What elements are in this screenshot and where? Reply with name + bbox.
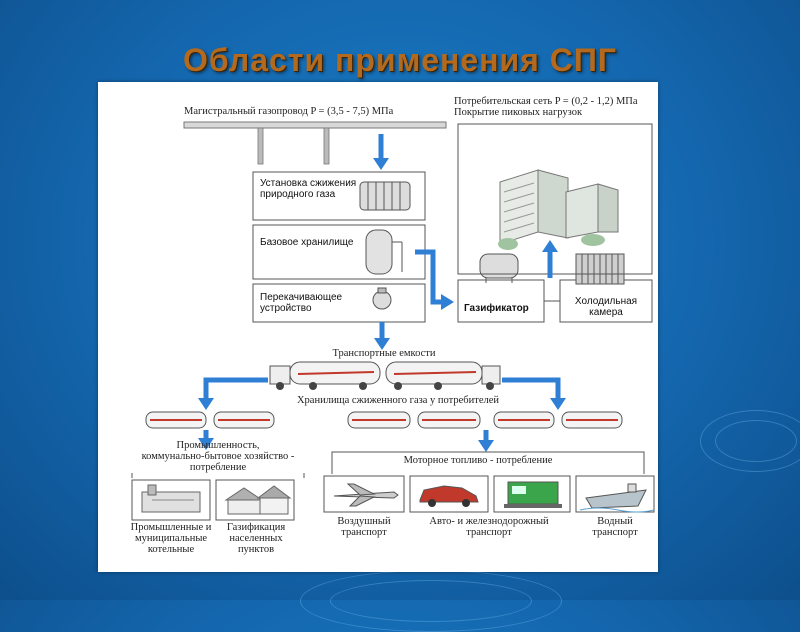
- ship-illustration: [575, 475, 655, 513]
- arrow-to-gasifier: [415, 249, 454, 310]
- air-transport-label: Воздушный транспорт: [337, 516, 391, 538]
- base-storage-label: Базовое хранилище: [260, 237, 354, 248]
- cold-chamber-box: [559, 279, 653, 323]
- settlement-gasification-label: Газификация населенных пунктов: [226, 522, 286, 555]
- locomotive-illustration: [493, 475, 571, 513]
- diagram-panel: Магистральный газопровод P = (3,5 - 7,5)…: [98, 82, 658, 572]
- main-pipeline-label: Магистральный газопровод P = (3,5 - 7,5)…: [184, 106, 394, 117]
- boiler-house-illustration: [131, 479, 211, 521]
- background-swirl: [330, 580, 532, 622]
- background-swirl: [700, 410, 800, 472]
- liquefaction-label: Установка сжижения природного газа: [260, 178, 357, 200]
- arrow-to-liquefaction: [373, 134, 389, 170]
- base-storage-box: [252, 224, 426, 280]
- motor-fuel-label: Моторное топливо - потребление: [403, 455, 553, 466]
- pumping-device-label: Перекачивающее устройство: [260, 292, 343, 314]
- arrow-to-left-storages: [198, 377, 268, 410]
- gasifier-icon: [479, 253, 519, 283]
- industry-label-1: Промышленность,: [176, 440, 260, 451]
- transport-tanks-label: Транспортные емкости: [332, 348, 436, 359]
- main-pipeline: [183, 121, 447, 165]
- city-buildings-illustration: [498, 169, 619, 250]
- road-rail-transport-label: Авто- и железнодорожный транспорт: [429, 516, 549, 538]
- arrow-to-right-storages: [502, 377, 566, 410]
- background-swirl: [715, 420, 797, 462]
- storage-tank-icon: [365, 229, 403, 275]
- motor-fuel-bracket: [331, 451, 645, 474]
- diagram-graphics: [131, 121, 655, 521]
- peak-load-label: Покрытие пиковых нагрузок: [454, 107, 583, 118]
- arrow-to-consumer-network: [542, 240, 558, 278]
- tanker-truck: [385, 361, 501, 390]
- liquefaction-unit-icon: [359, 181, 411, 211]
- industrial-boilers-label: Промышленные и муниципальные котельные: [130, 522, 212, 555]
- consumer-network-label: Потребительская сеть P = (0,2 - 1,2) МПа: [454, 96, 638, 107]
- gasifier-box: [457, 279, 545, 323]
- radiator-icon: [575, 253, 625, 285]
- arrow-to-motor-fuel: [478, 430, 494, 452]
- car-illustration: [409, 475, 489, 513]
- houses-illustration: [215, 479, 295, 521]
- pump-icon: [372, 287, 392, 310]
- consumer-storage-label: Хранилища сжиженного газа у потребителей: [296, 395, 500, 406]
- industry-label-3: потребление: [120, 462, 316, 473]
- gasifier-label: Газификатор: [464, 303, 529, 314]
- pumping-device-box: [252, 283, 426, 323]
- arrow-to-transport: [374, 322, 390, 350]
- water-transport-label: Водный транспорт: [592, 516, 638, 538]
- consumer-network-box: [457, 123, 653, 275]
- airplane-illustration: [323, 475, 405, 513]
- tanker-truck: [269, 361, 381, 390]
- arrow-to-industry: [198, 430, 214, 450]
- cold-chamber-label: Холодильная камера: [574, 296, 638, 318]
- slide-title: Области применения СПГ: [183, 42, 617, 78]
- consumer-storage-tanks: [145, 411, 623, 429]
- industry-label-2: коммунально-бытовое хозяйство -: [141, 451, 295, 462]
